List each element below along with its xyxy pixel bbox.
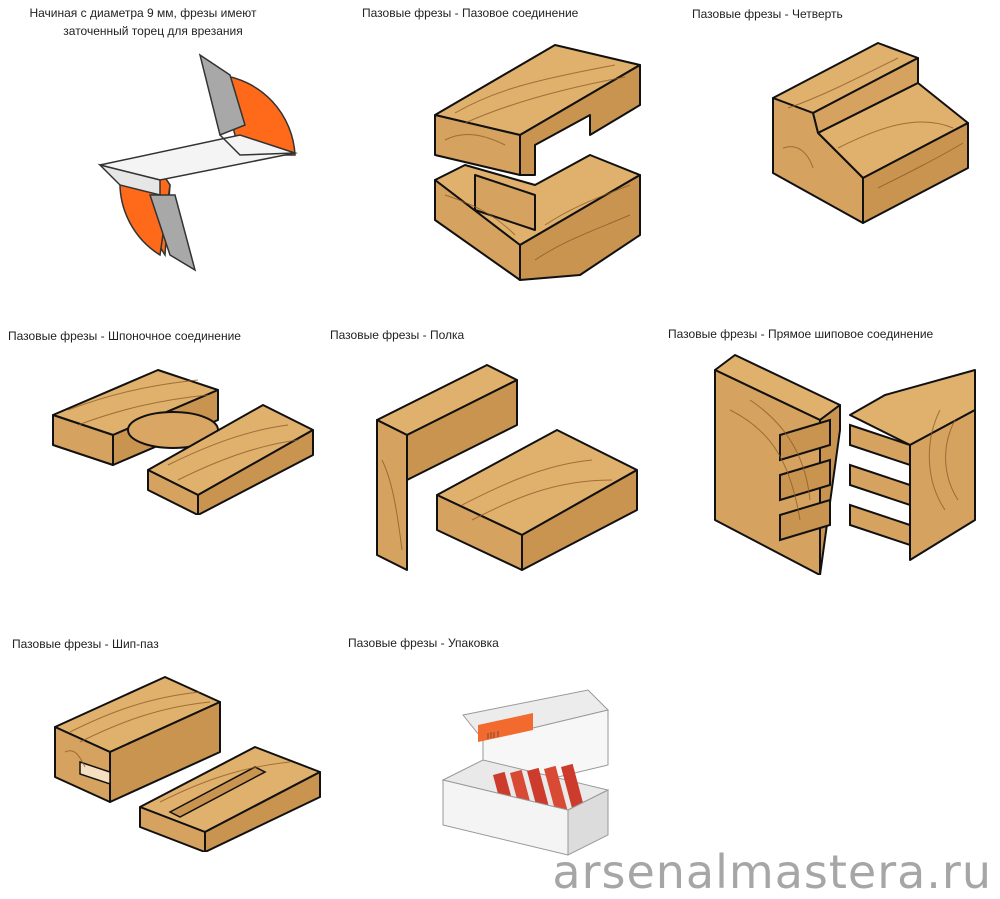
groove-joint-illustration (434, 44, 641, 281)
caption-shelf: Пазовые фрезы - Полка (330, 328, 465, 342)
caption-cutter-line1: Начиная с диаметра 9 мм, фрезы имеют (29, 6, 257, 20)
cutter-bit-illustration (97, 53, 298, 272)
caption-cutter: Начиная с диаметра 9 мм, фрезы имеют зат… (8, 4, 278, 40)
caption-box-joint: Пазовые фрезы - Прямое шиповое соединени… (668, 327, 934, 341)
packaging-illustration (441, 689, 610, 856)
caption-packaging: Пазовые фрезы - Упаковка (348, 636, 499, 650)
caption-groove-joint: Пазовые фрезы - Пазовое соединение (362, 6, 579, 20)
caption-rebate: Пазовые фрезы - Четверть (692, 7, 843, 21)
tongue-groove-illustration (54, 676, 321, 852)
shelf-illustration (376, 364, 638, 571)
rebate-illustration (772, 42, 969, 224)
caption-cutter-line2: заточенный торец для врезания (63, 24, 243, 38)
caption-key-joint: Пазовые фрезы - Шпоночное соединение (8, 329, 241, 343)
watermark-text: arsenalmastera.ru (552, 845, 992, 899)
caption-tongue-groove: Пазовые фрезы - Шип-паз (12, 637, 159, 651)
key-joint-illustration (52, 369, 314, 515)
box-joint-illustration (714, 354, 976, 575)
